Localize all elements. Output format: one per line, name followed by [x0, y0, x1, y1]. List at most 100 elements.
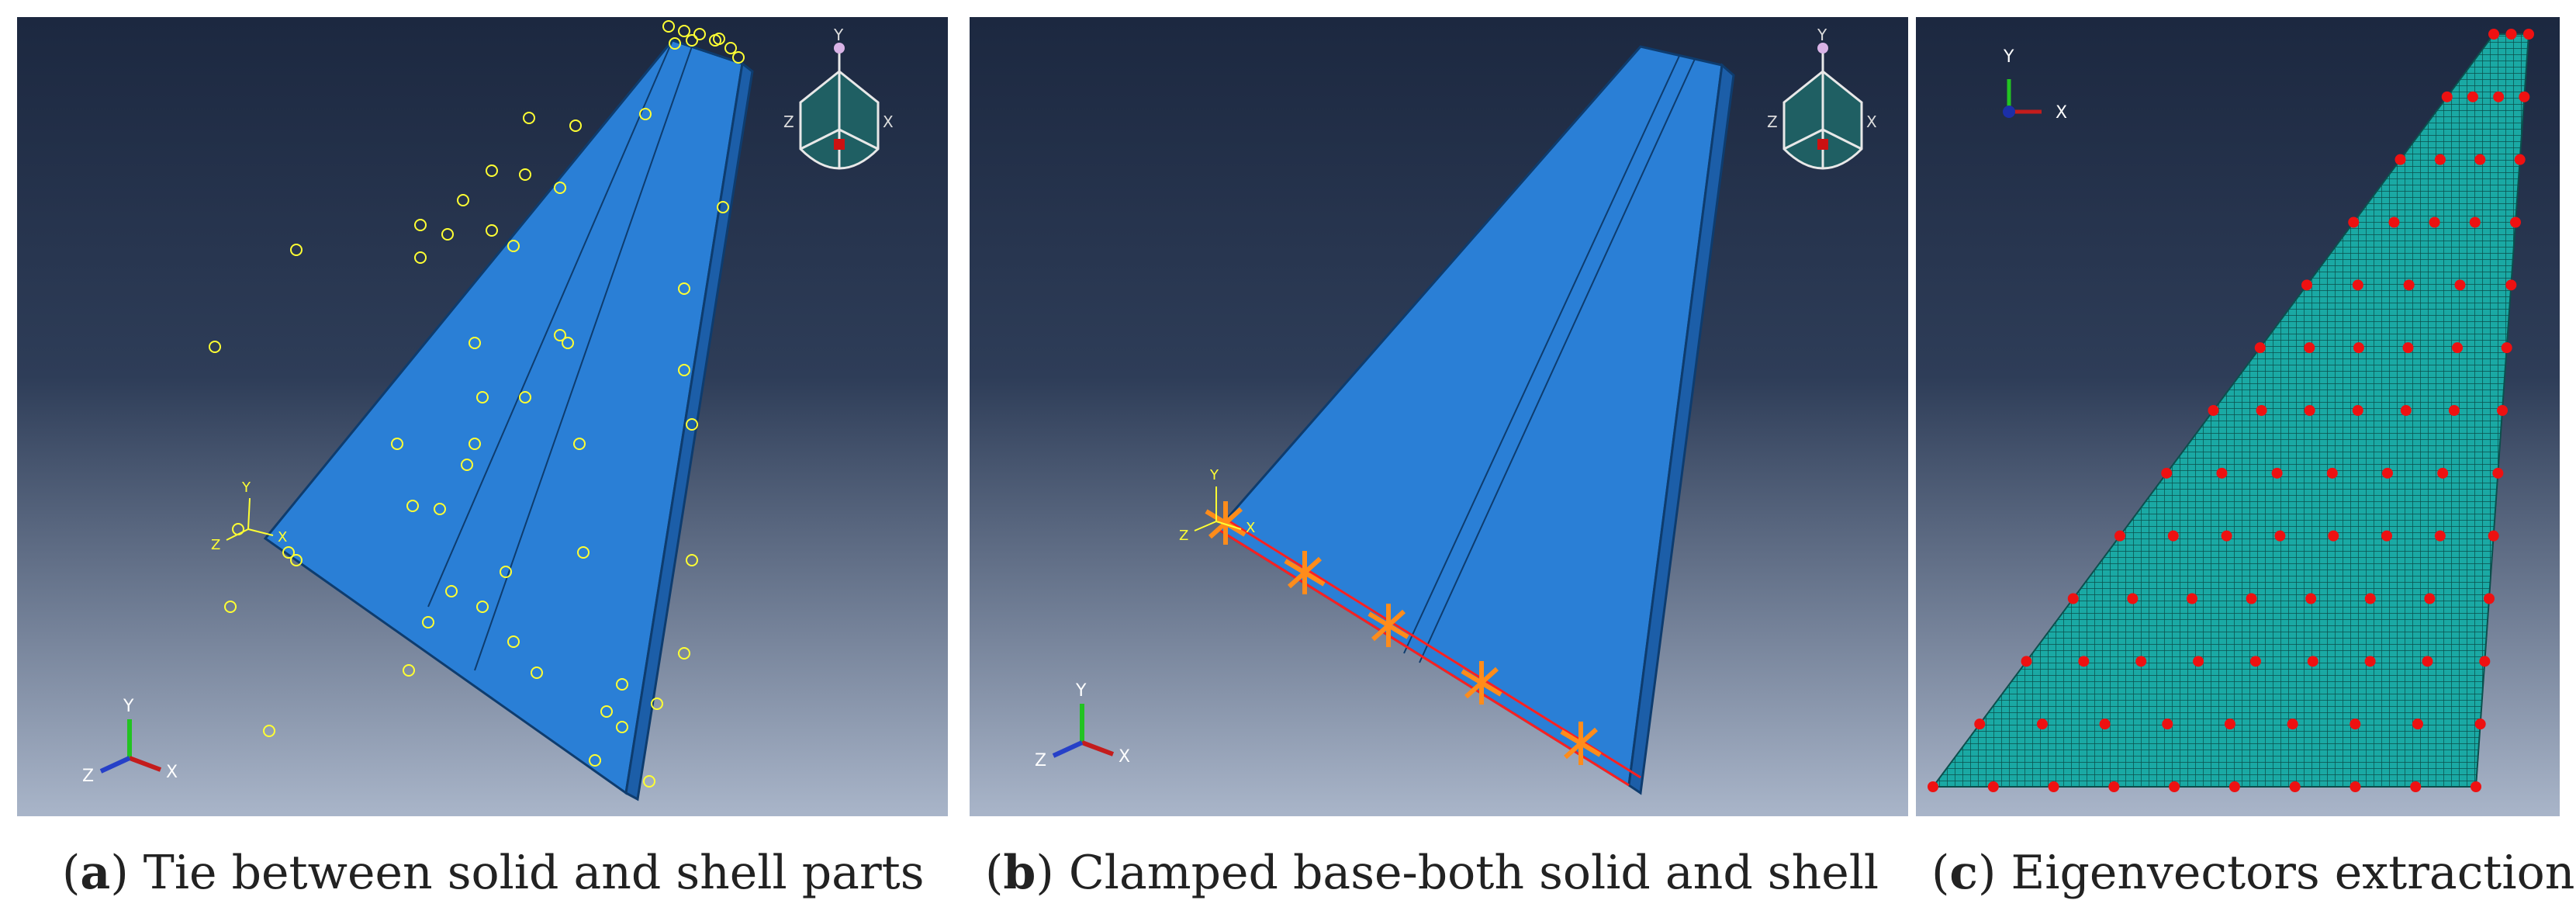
tie-marker	[600, 705, 613, 718]
tie-marker	[403, 664, 415, 677]
tie-marker	[651, 698, 663, 710]
tie-marker	[643, 775, 655, 788]
tie-marker	[457, 194, 469, 206]
caption-text: Clamped base-both solid and shell	[1068, 846, 1879, 900]
tie-marker	[639, 108, 652, 120]
tie-marker	[569, 119, 582, 132]
clamped-edge	[1217, 528, 1630, 787]
tie-marker	[669, 37, 681, 50]
tie-marker	[554, 329, 566, 341]
triad-z-label: Z	[82, 767, 94, 786]
tie-marker	[507, 635, 520, 648]
panel-a-viewport: X Y Z Y X Z Y X Z	[17, 17, 948, 816]
tie-marker	[678, 364, 690, 376]
cube-z-label: Z	[1767, 113, 1778, 131]
wing-side-face	[624, 61, 754, 802]
tie-marker	[414, 251, 427, 264]
tie-marker	[263, 725, 275, 737]
triad-y-label: Y	[2003, 47, 2014, 67]
eigenvector-node	[2274, 530, 2286, 542]
tie-marker	[441, 228, 454, 241]
tie-marker	[461, 459, 473, 471]
caption-text: Tie between solid and shell parts	[143, 846, 925, 900]
origin-z-label: Z	[1179, 528, 1188, 544]
eigenvector-node	[2424, 593, 2436, 604]
tie-marker	[686, 34, 698, 47]
partition-line	[1419, 58, 1696, 663]
eigenvector-node	[2448, 405, 2460, 416]
eigenvector-node	[2505, 279, 2517, 291]
eigenvector-node	[2352, 405, 2363, 416]
tie-marker	[445, 585, 458, 597]
eigenvector-node	[2501, 342, 2512, 354]
eigenvector-node	[2021, 656, 2032, 667]
tie-marker	[290, 554, 303, 566]
eigenvector-node	[2493, 91, 2505, 102]
eigenvector-node	[2249, 656, 2261, 667]
eigenvector-node	[2186, 593, 2197, 604]
origin-z-label: Z	[211, 537, 220, 553]
cube-x-label: X	[883, 113, 894, 131]
eigenvector-node	[2410, 781, 2422, 792]
eigenvector-node	[2304, 405, 2315, 416]
caption-letter: b	[1003, 846, 1036, 900]
eigenvector-node	[2519, 91, 2530, 102]
origin-x-label: X	[278, 529, 287, 545]
eigenvector-node	[2381, 467, 2393, 479]
eigenvector-node	[2452, 342, 2464, 354]
eigenvector-node	[2193, 656, 2204, 667]
eigenvector-node	[2488, 29, 2499, 40]
caption-text: Eigenvectors extraction	[2011, 846, 2575, 900]
eigenvector-node	[2067, 593, 2079, 604]
eigenvector-node	[2228, 781, 2240, 792]
eigenvector-node	[2348, 216, 2360, 228]
eigenvector-nodes	[1928, 29, 2534, 792]
tie-marker	[693, 28, 706, 40]
global-triad: Y X Z	[82, 697, 178, 786]
cube-z-label: Z	[783, 113, 794, 131]
eigenvector-node	[2454, 279, 2466, 291]
eigenvector-node	[2221, 530, 2232, 542]
panel-c-viewport: Y X	[1916, 17, 2560, 816]
eigenvector-node	[2246, 593, 2257, 604]
tie-marker	[422, 616, 434, 628]
tie-marker	[686, 554, 698, 566]
eigenvector-node	[2301, 279, 2312, 291]
tie-marker	[414, 219, 427, 231]
eigenvector-node	[2488, 530, 2499, 542]
tie-marker	[732, 51, 745, 64]
view-cube: Y X Z	[783, 26, 894, 170]
tie-marker	[573, 438, 586, 450]
eigenvector-node	[2307, 656, 2318, 667]
clamp-marker	[1461, 661, 1502, 705]
eigenvector-node	[1974, 718, 1986, 730]
eigenvector-node	[2289, 781, 2301, 792]
eigenvector-node	[2403, 279, 2415, 291]
eigenvector-node	[2469, 216, 2481, 228]
tie-marker	[500, 566, 512, 578]
tie-marker	[554, 182, 566, 194]
eigenvector-node	[2441, 91, 2453, 102]
eigenvector-node	[2484, 593, 2495, 604]
origin-triad: X Y Z	[1179, 467, 1255, 544]
tie-markers	[209, 20, 745, 788]
origin-y-label: Y	[1209, 467, 1219, 483]
partition-line	[1403, 55, 1680, 654]
tie-marker	[678, 282, 690, 295]
eigenvector-node	[2400, 405, 2412, 416]
eigenvector-node	[2471, 781, 2481, 792]
tie-marker	[519, 168, 531, 181]
tie-marker	[406, 500, 419, 512]
eigenvector-node	[2305, 593, 2317, 604]
tie-marker	[616, 721, 628, 733]
tie-marker	[391, 438, 403, 450]
eigenvector-node	[2127, 593, 2139, 604]
tie-marker	[724, 42, 737, 54]
clamp-marker	[1205, 501, 1247, 545]
cube-x-label: X	[1866, 113, 1877, 131]
eigenvector-node	[2381, 530, 2393, 542]
clamp-marker	[1560, 722, 1602, 765]
eigenvector-node	[2353, 342, 2364, 354]
tie-marker	[209, 341, 221, 353]
eigenvector-node	[2474, 154, 2486, 165]
